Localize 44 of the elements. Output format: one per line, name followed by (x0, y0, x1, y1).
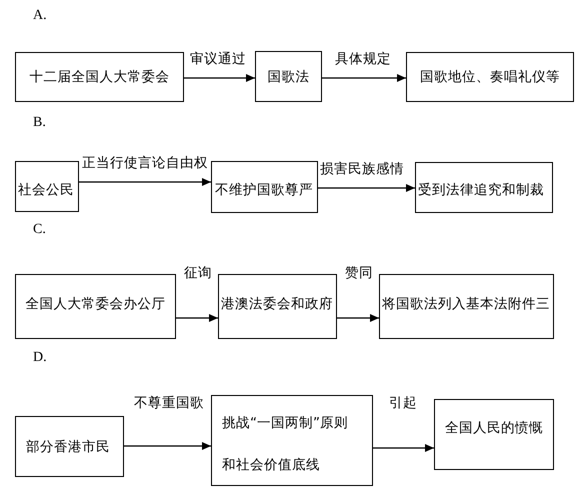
box-text: 挑战“一国两制”原则和社会价值底线 (222, 414, 348, 475)
process-box (211, 161, 318, 213)
process-box (255, 51, 322, 102)
process-box (434, 399, 554, 470)
arrow (124, 442, 211, 450)
process-box (379, 274, 554, 339)
edge-label: 赞同 (345, 265, 373, 281)
process-box (406, 52, 574, 102)
section-letter: D. (33, 350, 47, 366)
section-letter: B. (33, 115, 46, 131)
edge-label: 损害民族感情 (320, 161, 404, 177)
box-text: 将国歌法列入基本法附件三 (382, 296, 550, 312)
process-box (211, 395, 373, 486)
process-box (15, 52, 184, 102)
arrow (337, 314, 379, 322)
box-text: 不维护国歌尊严 (215, 182, 313, 198)
edge-label: 正当行使言论自由权 (82, 155, 208, 171)
section-letter: C. (33, 222, 46, 238)
arrow (79, 178, 211, 186)
box-text: 全国人大常委会办公厅 (26, 296, 166, 312)
box-text: 全国人民的愤慨 (445, 420, 543, 436)
process-box (15, 161, 79, 212)
box-text: 港澳法委会和政府 (221, 296, 333, 312)
arrow (176, 314, 218, 322)
edge-label: 审议通过 (190, 51, 246, 67)
box-text: 社会公民 (18, 182, 74, 198)
box-text: 国歌法 (268, 68, 310, 84)
arrow (322, 74, 406, 82)
box-text: 受到法律追究和制裁 (418, 182, 544, 198)
process-box (15, 274, 176, 339)
arrow (318, 184, 415, 192)
arrow (373, 444, 434, 452)
process-box (218, 274, 337, 339)
process-box (15, 416, 124, 477)
box-text: 十二届全国人大常委会 (30, 69, 170, 85)
box-text: 部分香港市民 (26, 438, 110, 454)
edge-label: 征询 (184, 265, 212, 281)
edge-label: 具体规定 (335, 51, 391, 67)
edge-label: 引起 (389, 395, 417, 411)
section-letter: A. (33, 8, 47, 24)
process-box (415, 162, 553, 213)
box-text: 国歌地位、奏唱礼仪等 (420, 69, 560, 85)
edge-label: 不尊重国歌 (134, 395, 204, 411)
arrow (184, 74, 255, 82)
